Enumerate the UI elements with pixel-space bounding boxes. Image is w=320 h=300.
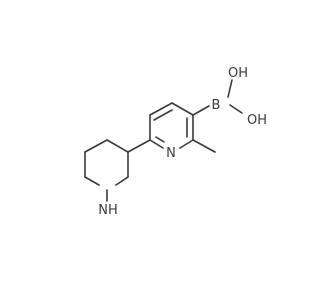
hydroxyl-label-upper: OH [228, 66, 248, 81]
bond-c3-boron [192, 105, 210, 116]
bond-boron-oh-upper [227, 79, 233, 98]
chemical-structure-diagram: B OH OH N NH [84, 66, 267, 218]
pyridine-ring [149, 102, 194, 149]
bond-c6-n1 [149, 139, 164, 149]
bond-boron-oh-lower [229, 104, 243, 114]
bond-c4-c5 [149, 102, 173, 116]
bond-c5-c4-double [153, 109, 173, 121]
boron-label: B [212, 98, 221, 113]
bond-n1-c2 [179, 139, 194, 149]
bond-c3-c4 [171, 102, 194, 116]
bond-pip-c6-n [84, 176, 100, 186]
bond-pyridine-piperidine [127, 139, 151, 153]
piperidine-nh-label: NH [98, 203, 118, 218]
boronic-acid-group: B OH OH [192, 66, 267, 128]
bond-pip-c3-c2 [106, 139, 129, 153]
bond-pip-n-c4 [115, 176, 129, 186]
piperidine-ring: NH [84, 139, 129, 218]
hydroxyl-label-lower: OH [247, 113, 267, 128]
bond-methyl [192, 139, 216, 153]
pyridine-nitrogen-label: N [166, 146, 176, 161]
bond-pip-c2-c1 [84, 139, 108, 153]
bond-c6-n1-double [155, 136, 165, 143]
